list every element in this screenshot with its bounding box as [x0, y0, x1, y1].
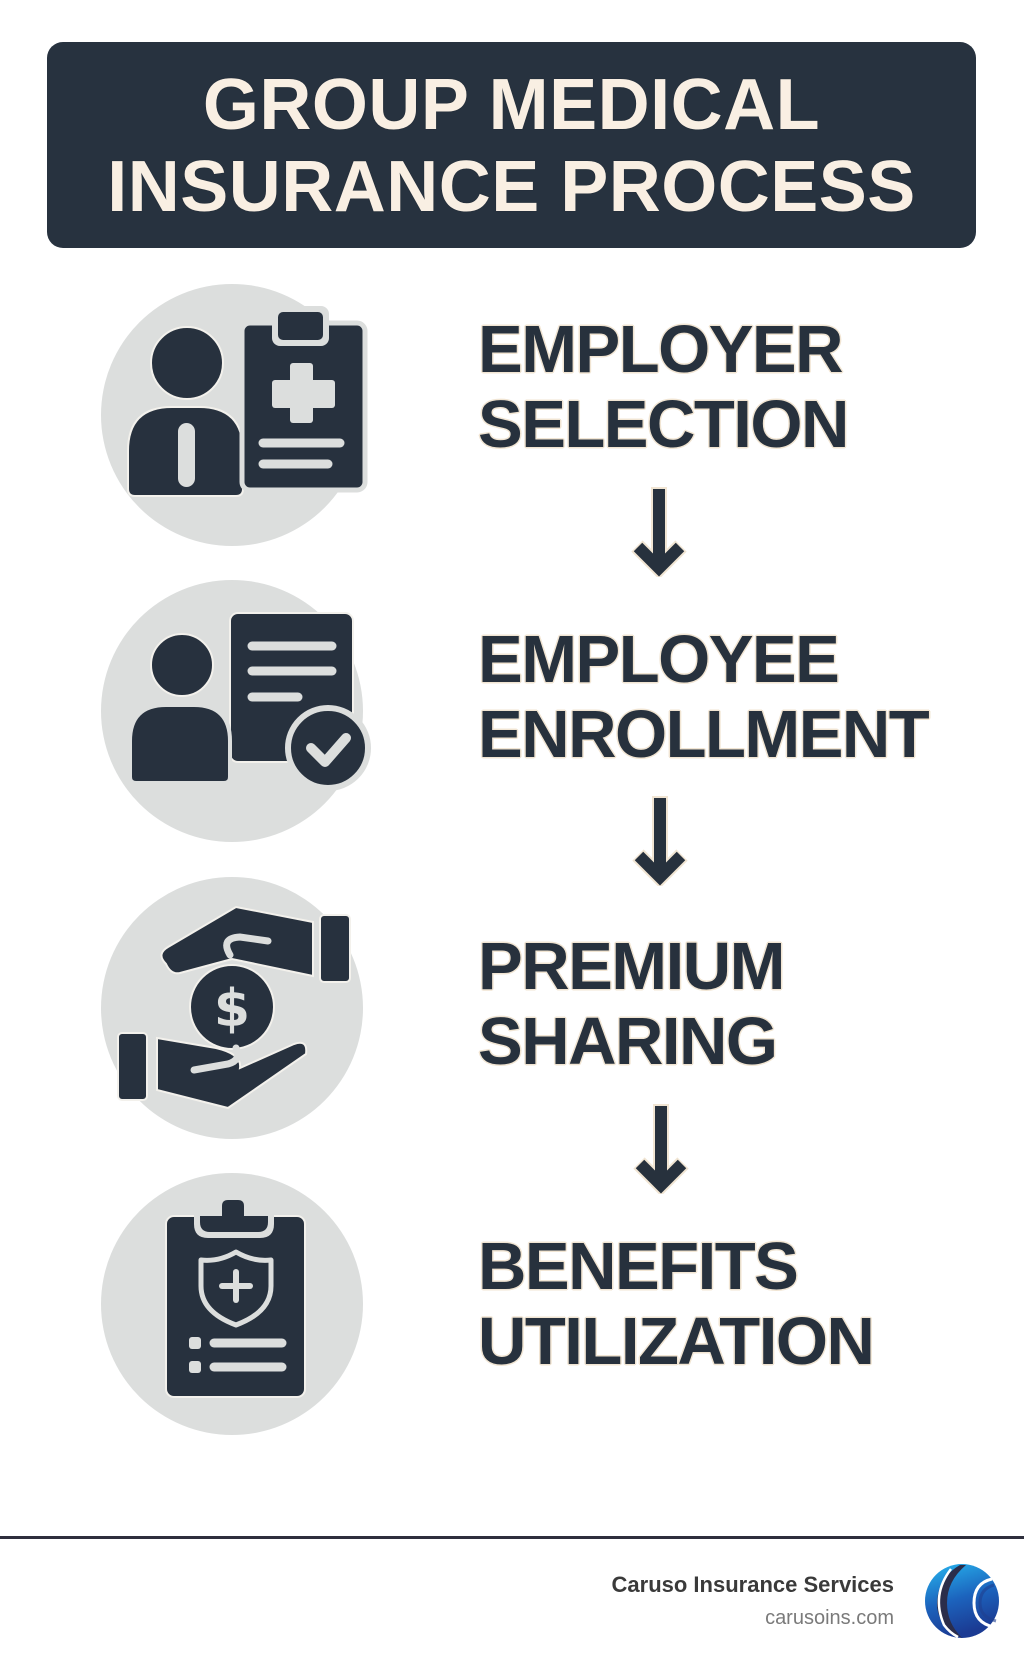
person-icon	[128, 633, 232, 785]
employer-medical-clipboard-icon	[127, 306, 368, 497]
dollar-icon: $	[214, 979, 250, 1039]
page-title-line-2: INSURANCE PROCESS	[107, 147, 916, 227]
step-3-label: PREMIUM SHARING	[478, 929, 785, 1079]
step-2-label-line-1: EMPLOYEE	[478, 622, 840, 697]
step-4-label: BENEFITS UTILIZATION	[478, 1229, 875, 1379]
step-1-icon	[101, 284, 368, 546]
step-1-label-line-1: EMPLOYER	[478, 312, 843, 387]
step-3-label-line-1: PREMIUM	[478, 929, 785, 1004]
caruso-logo-icon	[925, 1564, 999, 1639]
step-2-label: EMPLOYEE ENROLLMENT	[478, 622, 930, 772]
step-1-label: EMPLOYER SELECTION	[478, 312, 849, 462]
step-3-label-line-2: SHARING	[478, 1004, 778, 1079]
step-4-icon	[101, 1173, 363, 1435]
employee-document-check-icon	[128, 612, 371, 791]
clipboard-clip-icon	[194, 1192, 274, 1238]
page-title-line-1: GROUP MEDICAL	[202, 65, 821, 145]
list-icon	[189, 1337, 287, 1373]
step-2-label-line-2: ENROLLMENT	[478, 697, 930, 772]
clipboard-icon	[239, 306, 368, 493]
step-4-label-line-1: BENEFITS	[478, 1229, 799, 1304]
person-icon	[127, 326, 244, 497]
company-name: Caruso Insurance Services	[611, 1572, 894, 1597]
coin-icon: $	[189, 964, 275, 1050]
arrow-down-icon	[633, 1104, 689, 1194]
step-1-label-line-2: SELECTION	[478, 387, 849, 462]
step-2-icon	[101, 580, 371, 842]
clipboard-shield-cross-icon	[165, 1192, 306, 1398]
step-4-label-line-2: UTILIZATION	[478, 1304, 875, 1379]
tie-icon	[178, 423, 195, 487]
arrow-down-icon	[632, 796, 688, 886]
company-website-link[interactable]: carusoins.com	[765, 1607, 894, 1629]
checkmark-circle-icon	[285, 705, 371, 791]
arrow-down-icon	[631, 487, 687, 577]
footer-divider	[0, 1536, 1024, 1539]
shield-plus-icon	[198, 1249, 274, 1328]
title-banner: GROUP MEDICAL INSURANCE PROCESS	[47, 42, 976, 248]
top-hand-icon	[160, 905, 351, 983]
bottom-hand-icon	[117, 1032, 308, 1110]
step-3-icon: $	[101, 877, 363, 1139]
hands-dollar-coin-icon: $	[117, 905, 351, 1110]
medical-cross-icon	[272, 363, 335, 423]
